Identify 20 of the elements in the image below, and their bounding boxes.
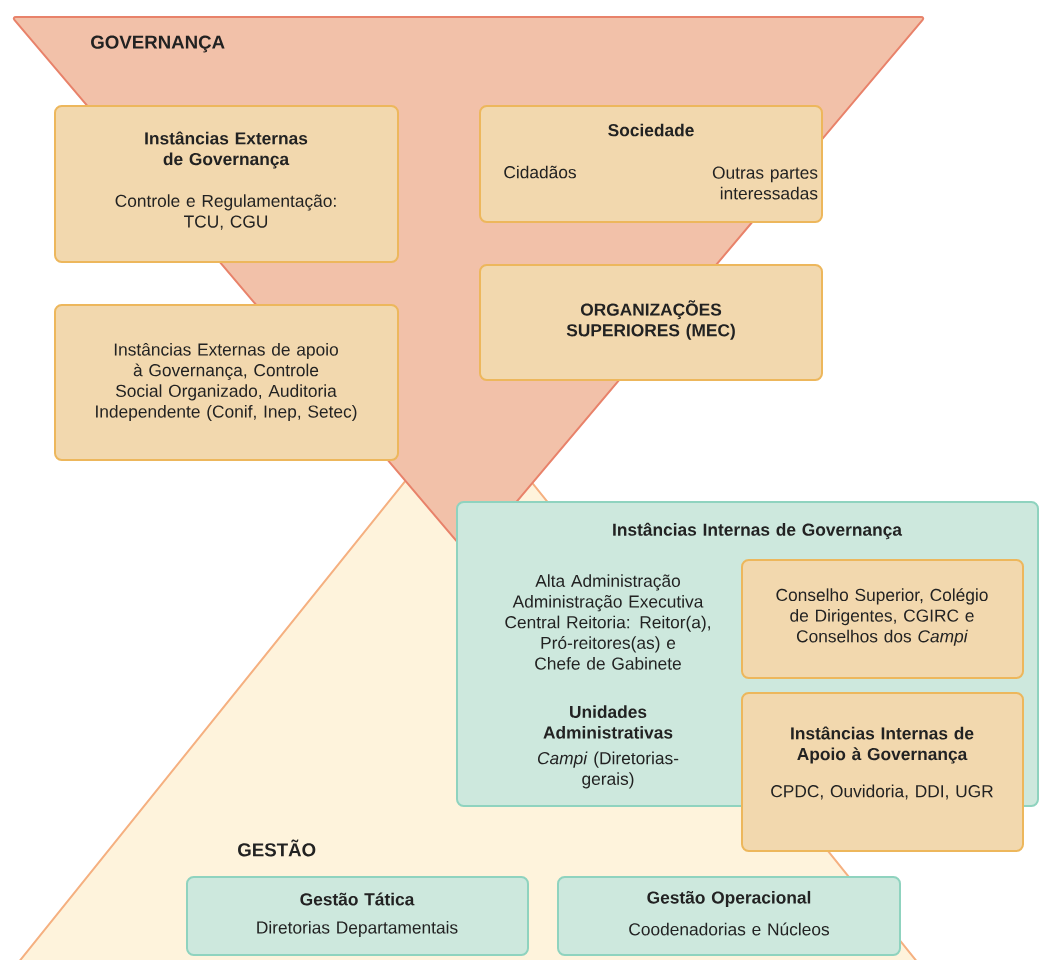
box-heading: Gestão Tática <box>300 892 415 906</box>
box-text: Instâncias Externas de apoio à Governança, Controle Social Organizado, Auditoria Independente (Conif, Inep, Setec) <box>96 342 357 422</box>
box-text: Cidadãos <box>504 165 576 179</box>
box-text: CPDC, Ouvidoria, DDI, UGR <box>771 784 993 800</box>
box-heading: Gestão Operacional <box>647 890 811 908</box>
box-heading: Instâncias Externas de Governança <box>145 131 308 169</box>
box-heading: Unidades Administrativas <box>543 705 673 739</box>
box-text: Coodenadorias e Núcleos <box>629 922 830 936</box>
box-heading: Sociedade <box>608 123 694 137</box>
box-heading: Instâncias Internas de Apoio à Governança <box>791 726 974 764</box>
box-text: Diretorias Departamentais <box>257 920 458 938</box>
section-heading: GESTÃO <box>238 839 316 857</box>
box-heading: Instâncias Internas de Governança <box>613 522 903 540</box>
box-text: Alta Administração Administração Executiva Central Reitoria: Reitor(a), Pró-reitores(as) e Chefe de Gabinete <box>505 574 710 670</box>
box-heading: ORGANIZAÇÕES SUPERIORES (MEC) <box>566 300 735 340</box>
section-heading: GOVERNANÇA <box>91 35 225 53</box>
box-text: Campi (Diretorias-gerais) <box>538 751 679 789</box>
box-text: Outras partes interessadas <box>712 166 818 200</box>
box-text: Controle e Regulamentação: TCU, CGU <box>115 194 336 230</box>
box-text: Conselho Superior, Colégio de Dirigentes, CGIRC e Conselhos dos Campi <box>776 588 988 646</box>
